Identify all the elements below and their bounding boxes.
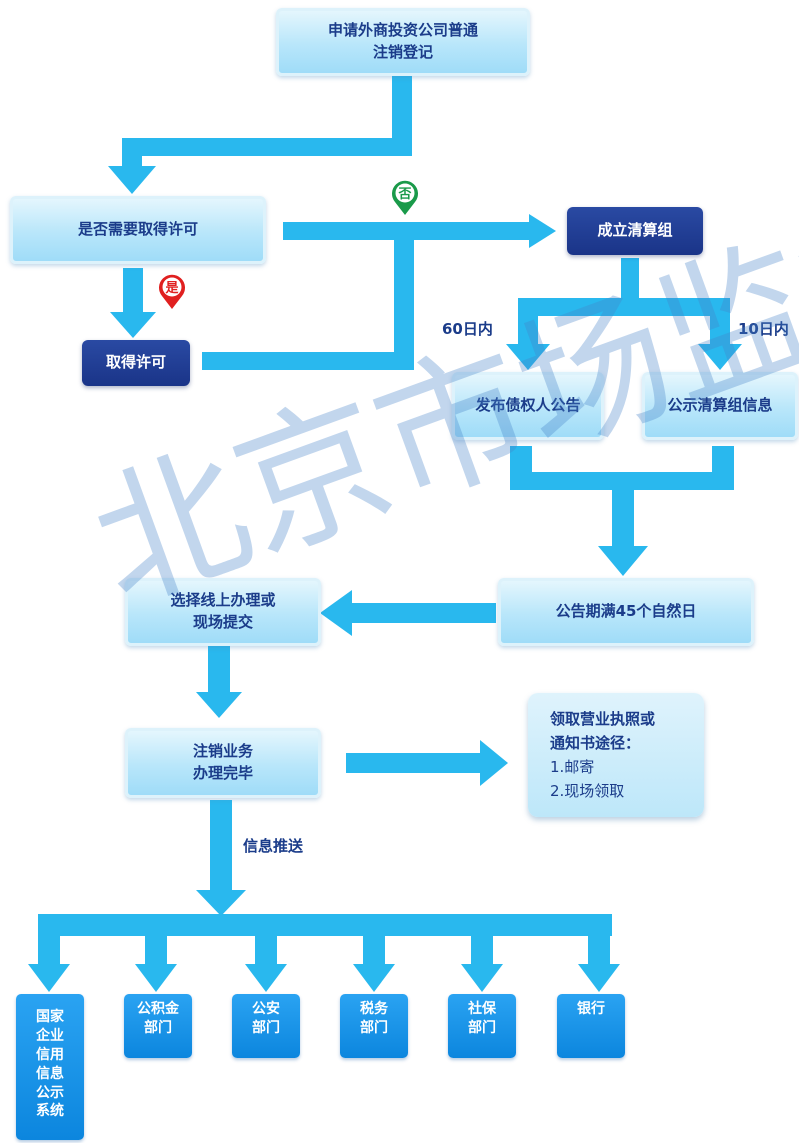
choose-submit-node: 选择线上办理或 现场提交: [125, 578, 321, 646]
creditor-notice-node: 发布债权人公告: [452, 372, 604, 440]
liquidation-group-node: 成立清算组: [567, 207, 703, 255]
pickup-method-mail: 1.邮寄: [550, 758, 595, 776]
license-pickup-title: 领取营业执照或 通知书途径：: [550, 710, 656, 752]
target-social-security: 社保 部门: [448, 994, 516, 1058]
license-pickup-info: 领取营业执照或 通知书途径： 1.邮寄 2.现场领取: [528, 693, 704, 817]
yes-label: 是: [165, 281, 179, 296]
apply-cancellation-node: 申请外商投资公司普通 注销登记: [276, 8, 530, 76]
label-10-days: 10日内: [738, 320, 789, 338]
target-housing-fund: 公积金 部门: [124, 994, 192, 1058]
target-tax: 税务 部门: [340, 994, 408, 1058]
cancel-done-node: 注销业务 办理完毕: [125, 728, 321, 798]
label-60-days: 60日内: [442, 320, 493, 338]
pickup-method-onsite: 2.现场领取: [550, 782, 625, 800]
target-credit-system: 国家 企业 信用 信息 公示 系统: [16, 994, 84, 1140]
no-pin-icon: 否: [390, 180, 420, 216]
notice-period-node: 公告期满45个自然日: [498, 578, 754, 646]
need-permit-decision-node: 是否需要取得许可: [10, 196, 266, 264]
publish-group-info-node: 公示清算组信息: [642, 372, 798, 440]
target-bank: 银行: [557, 994, 625, 1058]
no-label: 否: [398, 187, 412, 202]
get-permit-node: 取得许可: [82, 340, 190, 386]
yes-pin-icon: 是: [157, 274, 187, 310]
label-info-push: 信息推送: [243, 837, 304, 855]
target-police: 公安 部门: [232, 994, 300, 1058]
